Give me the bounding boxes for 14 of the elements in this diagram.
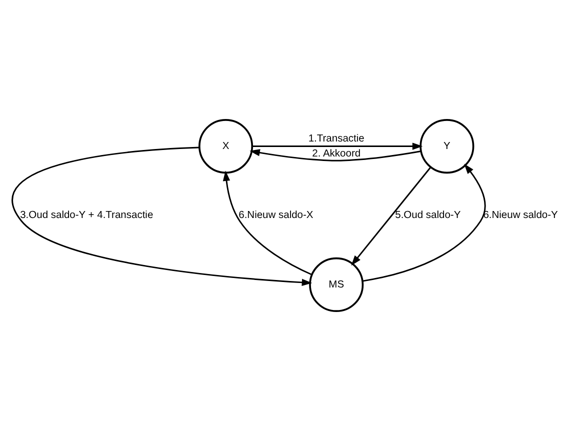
edge-label: 2. Akkoord [312, 148, 361, 160]
arrow [250, 148, 422, 161]
node-circle: X [198, 118, 254, 174]
arrow [351, 166, 432, 266]
edge-label: 5.Oud saldo-Y [395, 210, 461, 221]
arrow [362, 163, 486, 282]
edge-label: 3.Oud saldo-Y + 4.Transactie [20, 210, 154, 221]
arrow [252, 142, 423, 150]
edge-label: 1.Transactie [308, 132, 364, 144]
arrow [222, 170, 312, 275]
node-circle: MS [309, 256, 364, 312]
edge-label: 6.Nieuw saldo-Y [483, 210, 558, 221]
arrow [12, 146, 312, 286]
edge-label: 6.Nieuw saldo-X [238, 210, 314, 221]
